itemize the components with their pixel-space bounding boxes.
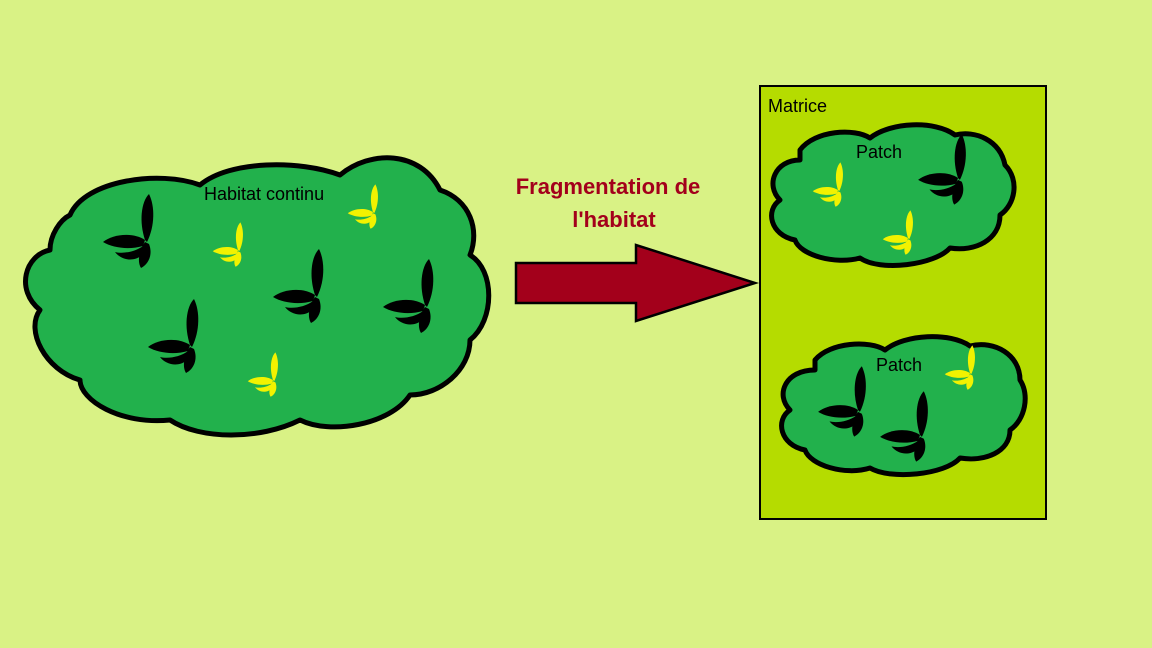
patch-top-label: Patch [856, 142, 902, 162]
patch-top-cloud [769, 122, 1017, 268]
arrow-label-line2: l'habitat [572, 207, 656, 232]
fragmentation-arrow [514, 243, 760, 323]
continuous-habitat-label: Habitat continu [204, 184, 324, 204]
patch-bottom-label: Patch [876, 355, 922, 375]
arrow-label-line1: Fragmentation de [516, 174, 701, 199]
matrix-label: Matrice [768, 96, 827, 116]
